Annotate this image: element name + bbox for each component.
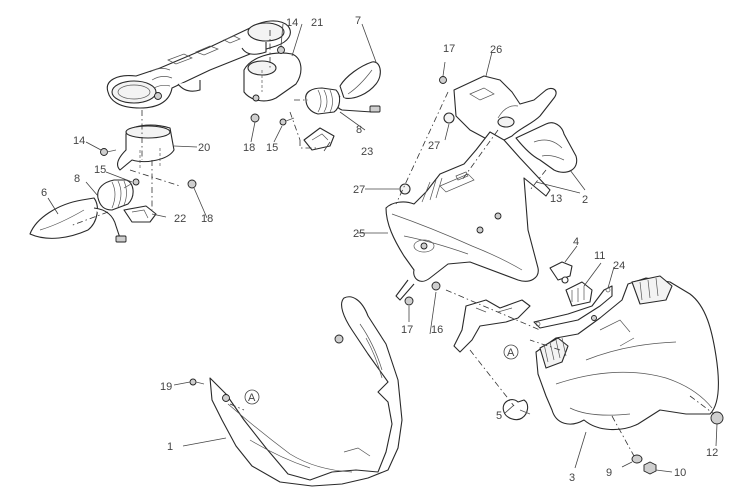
right-indicator-rubber-8 <box>305 87 341 115</box>
label-part-5: 5 <box>496 410 502 422</box>
assembly-lines <box>69 30 715 457</box>
label-part-27-top: 27 <box>428 140 440 152</box>
right-indicator-support-21 <box>243 52 302 102</box>
label-part-6: 6 <box>41 187 47 199</box>
relay-11 <box>565 281 593 307</box>
label-part-1: 1 <box>167 441 173 453</box>
label-part-27-middle: 27 <box>353 184 365 196</box>
label-part-23: 23 <box>361 146 373 158</box>
label-part-18-right: 18 <box>243 142 255 154</box>
left-turn-indicator-6 <box>29 197 127 243</box>
label-part-17-bottom: 17 <box>401 324 413 336</box>
label-part-18-left: 18 <box>201 213 213 225</box>
left-indicator-rubber-8 <box>97 179 134 211</box>
label-part-17-top: 17 <box>443 43 455 55</box>
left-indicator-support-20 <box>116 124 175 171</box>
label-part-20: 20 <box>198 142 210 154</box>
label-part-13: 13 <box>550 193 562 205</box>
right-hardware <box>250 46 295 126</box>
label-part-14-right: 14 <box>286 17 298 29</box>
right-bracket-23 <box>303 127 335 151</box>
label-part-22: 22 <box>174 213 186 225</box>
headlight-support-25 <box>385 131 551 301</box>
reference-marker-a-2: A <box>503 344 519 360</box>
reference-marker-a-1: A <box>244 389 260 405</box>
label-part-12: 12 <box>706 447 718 459</box>
label-part-3: 3 <box>569 472 575 484</box>
left-hardware <box>100 148 197 189</box>
cover-2 <box>515 122 578 173</box>
instrument-panel-26 <box>453 75 557 145</box>
label-part-26: 26 <box>490 44 502 56</box>
label-part-11: 11 <box>594 250 605 262</box>
label-part-15-right: 15 <box>266 142 278 154</box>
headlight-bracket <box>453 299 531 353</box>
label-part-15-left: 15 <box>94 164 106 176</box>
label-part-2: 2 <box>582 194 588 206</box>
headlight-3 <box>535 275 720 431</box>
label-part-9: 9 <box>606 467 612 479</box>
connector-4 <box>549 261 573 284</box>
label-part-24: 24 <box>613 260 625 272</box>
label-part-19: 19 <box>160 381 172 393</box>
label-part-21: 21 <box>311 17 323 29</box>
top-triple-clamp <box>106 20 291 109</box>
label-part-4: 4 <box>573 236 579 248</box>
label-part-14-left: 14 <box>73 135 85 147</box>
label-part-25: 25 <box>353 228 365 240</box>
left-bracket-22 <box>123 205 157 223</box>
label-part-7: 7 <box>355 15 361 27</box>
headlight-fairing-lower-1 <box>209 296 403 487</box>
right-turn-indicator-7 <box>335 61 381 113</box>
spacer-27-middle <box>399 183 411 195</box>
leader-lines <box>47 23 718 473</box>
ref-a-label: A <box>248 392 256 404</box>
label-part-10: 10 <box>674 467 686 479</box>
label-part-8-right: 8 <box>356 124 362 136</box>
label-part-8-left: 8 <box>74 173 80 185</box>
ref-a-label: A <box>507 347 515 359</box>
part-labels: 1 2 3 4 5 6 7 8 8 9 10 11 12 13 14 14 15… <box>41 15 718 484</box>
label-part-16: 16 <box>431 324 443 336</box>
